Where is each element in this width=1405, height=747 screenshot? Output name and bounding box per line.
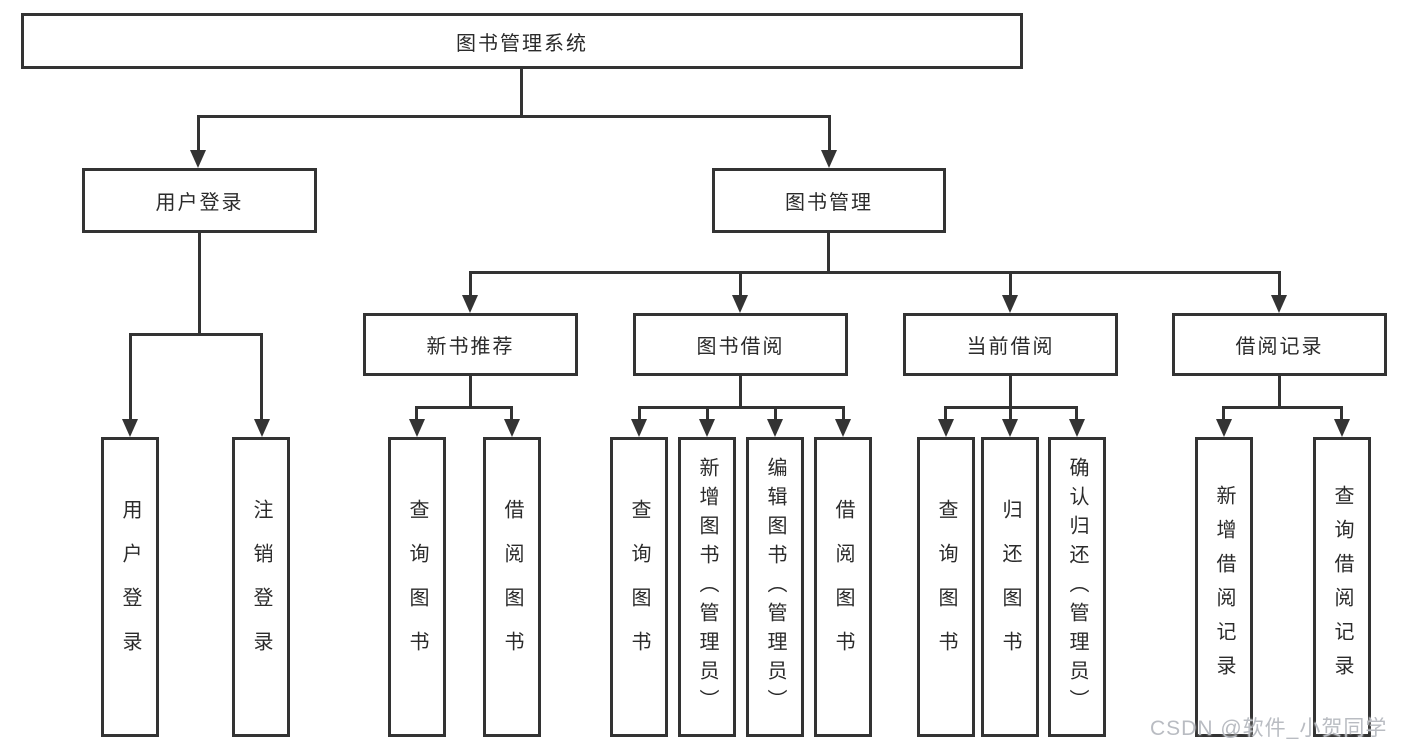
arrow-down-icon — [1002, 419, 1018, 437]
connector-line — [510, 406, 513, 422]
leaf-edit-book-admin: 编辑图书（管理员） — [746, 437, 804, 737]
connector-line — [842, 406, 845, 422]
arrow-down-icon — [1002, 295, 1018, 313]
connector-line — [198, 233, 201, 336]
leaf-return-book: 归还图书 — [981, 437, 1039, 737]
arrow-down-icon — [821, 150, 837, 168]
connector-line — [944, 406, 947, 422]
leaf-query-books-current: 查询图书 — [917, 437, 975, 737]
arrow-down-icon — [732, 295, 748, 313]
arrow-down-icon — [190, 150, 206, 168]
connector-line — [827, 233, 830, 274]
connector-line — [415, 406, 513, 409]
node-label: 新书推荐 — [426, 336, 515, 358]
node-label: 借阅图书 — [832, 499, 854, 675]
connector-line — [1222, 406, 1225, 422]
connector-line — [1278, 376, 1281, 409]
node-label: 图书管理系统 — [456, 32, 588, 55]
connector-line — [774, 406, 777, 422]
arrow-down-icon — [254, 419, 270, 437]
node-label: 借阅记录 — [1235, 336, 1324, 358]
csdn-watermark: CSDN @软件_小贺同学 — [1150, 717, 1388, 740]
arrow-down-icon — [462, 295, 478, 313]
arrow-down-icon — [504, 419, 520, 437]
arrow-down-icon — [767, 419, 783, 437]
arrow-down-icon — [835, 419, 851, 437]
arrow-down-icon — [699, 419, 715, 437]
connector-line — [129, 333, 132, 421]
node-book-borrow: 图书借阅 — [633, 313, 848, 376]
connector-line — [469, 376, 472, 409]
node-label: 查询借阅记录 — [1331, 485, 1353, 689]
node-borrow-records: 借阅记录 — [1172, 313, 1387, 376]
arrow-down-icon — [122, 419, 138, 437]
connector-line — [739, 376, 742, 409]
leaf-add-borrow-record: 新增借阅记录 — [1195, 437, 1253, 737]
leaf-logout: 注销登录 — [232, 437, 290, 737]
node-user-login: 用户登录 — [82, 168, 317, 233]
node-label: 确认归还（管理员） — [1066, 456, 1088, 718]
leaf-borrow-book: 借阅图书 — [814, 437, 872, 737]
connector-line — [638, 406, 641, 422]
leaf-borrow-books-recommend: 借阅图书 — [483, 437, 541, 737]
connector-line — [260, 333, 263, 421]
node-label: 当前借阅 — [966, 336, 1055, 358]
node-current-borrow: 当前借阅 — [903, 313, 1118, 376]
connector-line — [1009, 406, 1012, 422]
connector-line — [469, 271, 472, 297]
connector-line — [129, 333, 263, 336]
node-label: 注销登录 — [250, 499, 272, 675]
connector-line — [706, 406, 709, 422]
node-label: 新增图书（管理员） — [696, 456, 718, 718]
arrow-down-icon — [1271, 295, 1287, 313]
connector-line — [1009, 271, 1012, 297]
node-label: 查询图书 — [628, 499, 650, 675]
node-label: 用户登录 — [155, 192, 244, 214]
connector-line — [415, 406, 418, 422]
leaf-query-books-recommend: 查询图书 — [388, 437, 446, 737]
connector-line — [469, 271, 1281, 274]
node-new-book-recommend: 新书推荐 — [363, 313, 578, 376]
connector-line — [828, 115, 831, 152]
leaf-query-borrow-record: 查询借阅记录 — [1313, 437, 1371, 737]
node-label: 借阅图书 — [501, 499, 523, 675]
arrow-down-icon — [1216, 419, 1232, 437]
arrow-down-icon — [409, 419, 425, 437]
node-label: 归还图书 — [999, 499, 1021, 675]
connector-line — [1278, 271, 1281, 297]
arrow-down-icon — [631, 419, 647, 437]
node-label: 查询图书 — [406, 499, 428, 675]
connector-line — [739, 271, 742, 297]
arrow-down-icon — [1334, 419, 1350, 437]
leaf-user-login: 用户登录 — [101, 437, 159, 737]
node-label: 用户登录 — [119, 499, 141, 675]
node-label: 图书管理 — [785, 192, 873, 214]
leaf-confirm-return-admin: 确认归还（管理员） — [1048, 437, 1106, 737]
node-library-management-system: 图书管理系统 — [21, 13, 1023, 69]
connector-line — [1009, 376, 1012, 409]
connector-line — [197, 115, 831, 118]
arrow-down-icon — [938, 419, 954, 437]
node-book-management: 图书管理 — [712, 168, 946, 233]
arrow-down-icon — [1069, 419, 1085, 437]
node-label: 编辑图书（管理员） — [764, 456, 786, 718]
connector-line — [520, 69, 523, 118]
leaf-query-books-borrow: 查询图书 — [610, 437, 668, 737]
node-label: 新增借阅记录 — [1213, 485, 1235, 689]
connector-line — [638, 406, 845, 409]
node-label: 图书借阅 — [696, 336, 785, 358]
connector-line — [1340, 406, 1343, 422]
connector-line — [1075, 406, 1078, 422]
connector-line — [1222, 406, 1343, 409]
node-label: 查询图书 — [935, 499, 957, 675]
leaf-add-book-admin: 新增图书（管理员） — [678, 437, 736, 737]
connector-line — [197, 115, 200, 152]
